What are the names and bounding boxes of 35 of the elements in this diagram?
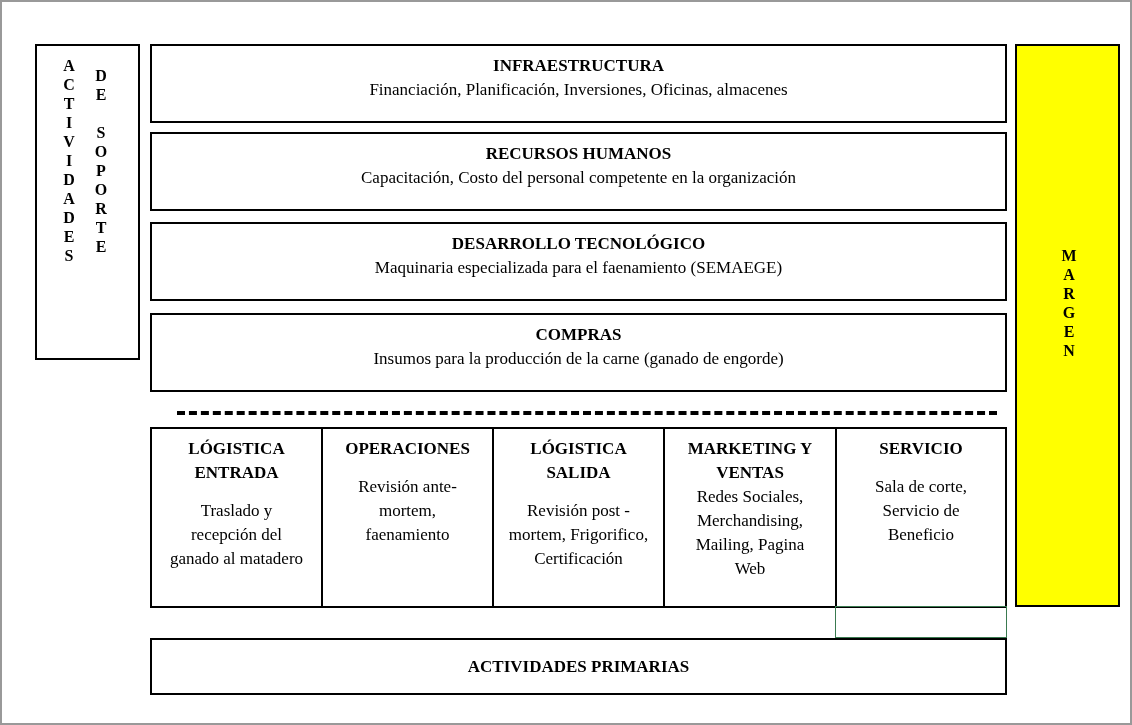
band-description: Insumos para la producción de la carne (ganado de engorde) <box>373 349 784 369</box>
cell-heading: LÓGISTICA ENTRADA <box>187 438 286 484</box>
support-label-box <box>35 44 140 360</box>
cell-heading: SERVICIO <box>879 438 963 460</box>
cell-heading: MARKETING Y VENTAS <box>686 438 814 484</box>
support-activity-band <box>150 44 1007 123</box>
vertical-label: DE SOPORTE <box>93 66 109 256</box>
cell-heading: LÓGISTICA SALIDA <box>529 438 628 484</box>
primary-activity-cell <box>321 427 494 608</box>
band-heading: DESARROLLO TECNOLÓGICO <box>451 234 706 254</box>
margin-column <box>1015 44 1120 607</box>
band-heading: INFRAESTRUCTURA <box>493 56 664 76</box>
support-activity-band <box>150 222 1007 301</box>
cell-description: Traslado y recepción del ganado al matadero <box>168 500 305 570</box>
primary-activity-cell <box>492 427 665 608</box>
band-heading: COMPRAS <box>535 325 622 345</box>
vertical-label: ACTIVIDADES <box>62 56 76 265</box>
empty-outline-box <box>835 606 1007 638</box>
cell-heading: OPERACIONES <box>345 438 470 460</box>
cell-description: Revisión ante-mortem, faenamiento <box>357 476 458 546</box>
cell-description: Revisión post - mortem, Frigorifico, Certificación <box>508 500 649 570</box>
band-heading: RECURSOS HUMANOS <box>485 144 672 164</box>
vertical-label: MARGEN <box>1061 246 1077 360</box>
primary-activity-cell <box>150 427 323 608</box>
support-activity-band <box>150 132 1007 211</box>
support-activity-band <box>150 313 1007 392</box>
band-description: Maquinaria especializada para el faenamiento (SEMAEGE) <box>374 258 783 278</box>
cell-description: Sala de corte, Servicio de Beneficio <box>873 476 968 546</box>
bar-heading: ACTIVIDADES PRIMARIAS <box>467 657 690 677</box>
band-description: Financiación, Planificación, Inversiones, Oficinas, almacenes <box>369 80 788 100</box>
cell-description: Redes Sociales, Merchandising, Mailing, Pagina Web <box>694 486 806 580</box>
primary-activities-bar <box>150 638 1007 695</box>
band-description: Capacitación, Costo del personal competente en la organización <box>361 168 796 188</box>
primary-activity-cell <box>663 427 837 608</box>
primary-activity-cell <box>835 427 1007 608</box>
